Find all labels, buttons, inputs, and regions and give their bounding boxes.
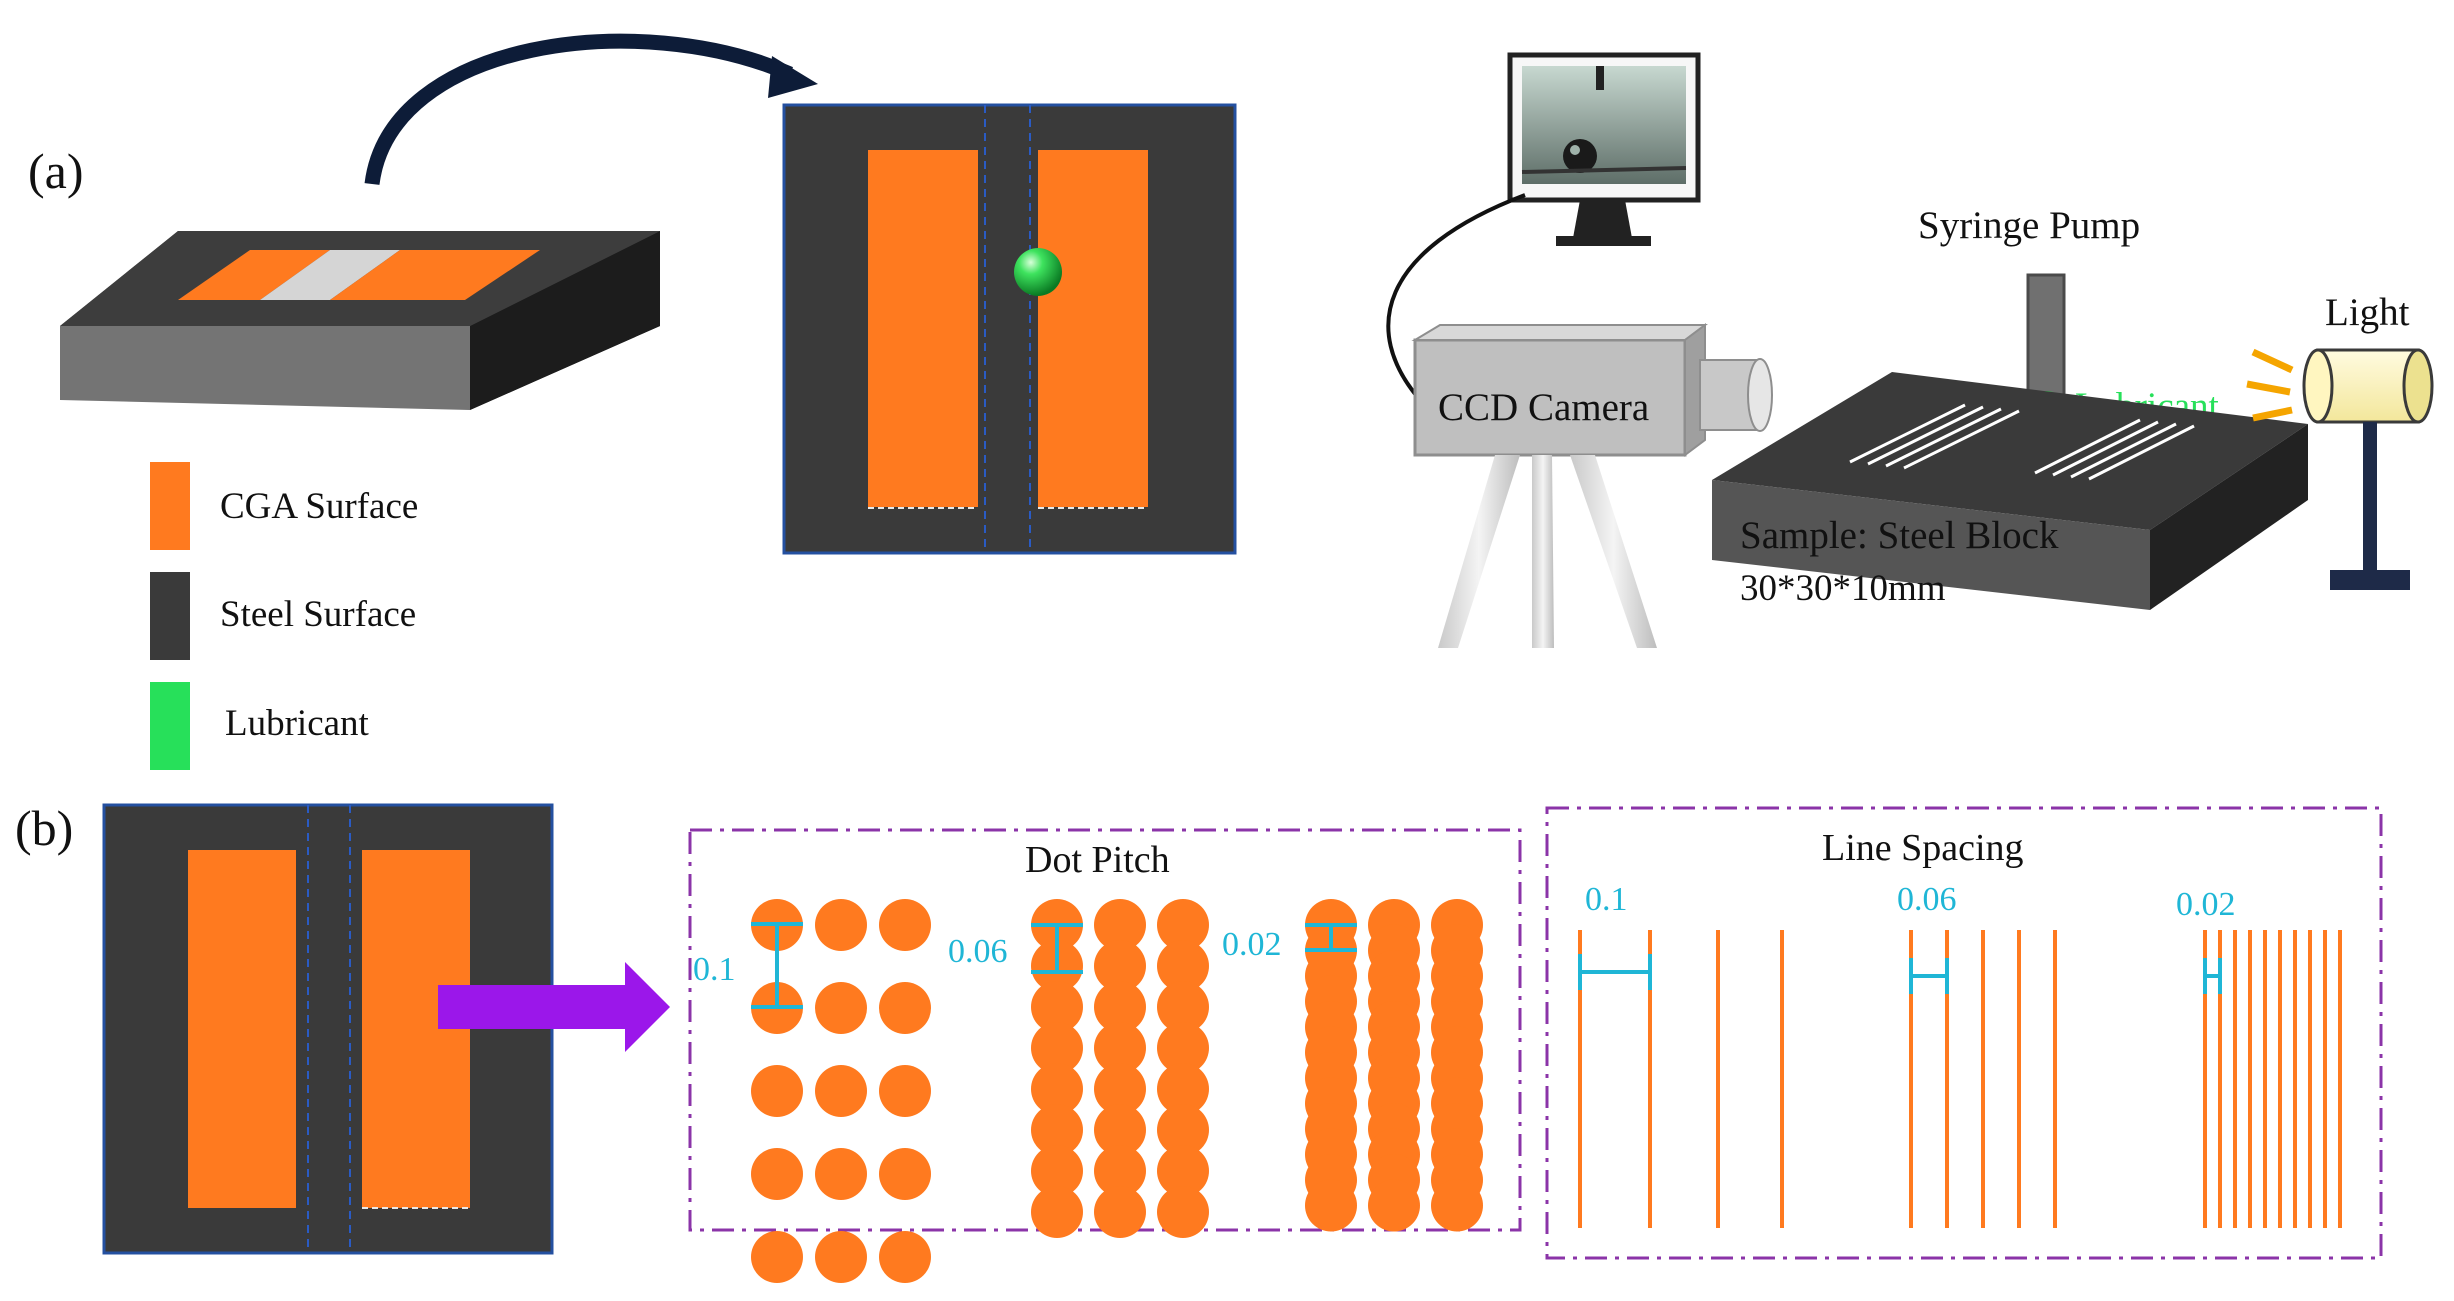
dot (1157, 1186, 1209, 1238)
syringe-needle (2026, 273, 2066, 402)
spacing-label-0: 0.1 (1585, 881, 1628, 918)
pitch-label-1: 0.06 (948, 933, 1008, 970)
dot (815, 1065, 867, 1117)
sample-top-view (782, 103, 1237, 555)
monitor-cable (1386, 193, 1526, 402)
pitch-label-0: 0.1 (693, 951, 736, 988)
panel-b-label: (b) (15, 800, 73, 856)
spacing-label-1: 0.06 (1897, 881, 1957, 918)
syringe-pump-label: Syringe Pump (1918, 204, 2140, 247)
spacing-measure-2 (2203, 958, 2222, 994)
dot (1031, 1022, 1083, 1074)
cga-strip-left (868, 150, 978, 507)
zoom-arrow (438, 962, 670, 1052)
lubricant-droplet (1014, 248, 1062, 296)
line-pattern-groups: 0.1 0.06 0.02 (1578, 881, 2342, 1228)
dot-group-1: 0.06 (948, 899, 1209, 1238)
curved-arrow (364, 33, 818, 186)
sample-steel-block: Sample: Steel Block 30*30*10mm (1712, 372, 2308, 610)
dot (1094, 1022, 1146, 1074)
dot (1031, 981, 1083, 1033)
dot (751, 1231, 803, 1283)
spacing-label-2: 0.02 (2176, 886, 2236, 923)
light-label: Light (2325, 291, 2410, 334)
ccd-camera-label: CCD Camera (1438, 386, 1649, 429)
dot (1094, 899, 1146, 951)
dot-pitch-title: Dot Pitch (1025, 839, 1170, 881)
dot (1094, 1186, 1146, 1238)
panel-a-label: (a) (28, 143, 84, 199)
line-group-1: 0.06 (1897, 881, 2057, 1228)
pitch-measure-1 (1031, 923, 1083, 974)
sample-label: Sample: Steel Block (1740, 514, 2059, 557)
dot (879, 899, 931, 951)
dot (1094, 981, 1146, 1033)
line-spacing-title: Line Spacing (1822, 827, 2024, 869)
pitch-measure-0 (751, 922, 803, 1009)
dot-group-0: 0.1 (693, 899, 931, 1283)
dot (815, 1231, 867, 1283)
dot (1368, 1179, 1420, 1232)
laser-lines (1849, 403, 2195, 481)
dot (1094, 940, 1146, 992)
dot (879, 1231, 931, 1283)
dot (1094, 1063, 1146, 1115)
dot (1157, 1104, 1209, 1156)
dot (1157, 899, 1209, 951)
dot-group-2: 0.02 (1222, 899, 1483, 1232)
line-group-2: 0.02 (2176, 886, 2342, 1228)
dot (879, 1065, 931, 1117)
legend-label-cga: CGA Surface (220, 486, 418, 527)
dot (815, 982, 867, 1034)
legend-label-lubricant: Lubricant (225, 703, 370, 744)
ccd-camera: CCD Camera (1411, 323, 1773, 457)
dot (751, 1148, 803, 1200)
tripod (1438, 455, 1657, 648)
legend-label-steel: Steel Surface (220, 594, 416, 635)
dot (815, 1148, 867, 1200)
dot (1431, 1179, 1483, 1232)
legend-swatch-steel (150, 572, 190, 660)
dot (1157, 1063, 1209, 1115)
line-group-0: 0.1 (1578, 881, 1784, 1228)
dot (879, 1148, 931, 1200)
cga-stripe-right (330, 250, 540, 300)
legend-swatch-cga (150, 462, 190, 550)
dot (815, 899, 867, 951)
dot (1157, 1022, 1209, 1074)
steel-block-3d (60, 231, 660, 410)
cga-strip-left-b (188, 850, 296, 1208)
steel-gap-stripe (260, 250, 400, 300)
dot (1157, 1145, 1209, 1197)
dot (751, 1065, 803, 1117)
legend: CGA Surface Steel Surface Lubricant (150, 462, 418, 770)
spacing-measure-0 (1578, 954, 1652, 990)
dot (1157, 940, 1209, 992)
dot (1305, 1179, 1357, 1232)
dot (1031, 1063, 1083, 1115)
pitch-label-2: 0.02 (1222, 926, 1282, 963)
dot (1094, 1104, 1146, 1156)
dot (879, 982, 931, 1034)
dot (1031, 1145, 1083, 1197)
dot (1157, 981, 1209, 1033)
dot (1031, 1186, 1083, 1238)
dot (1094, 1145, 1146, 1197)
cga-strip-right (1038, 150, 1148, 507)
line-spacing-frame (1545, 806, 2383, 1260)
spacing-measure-1 (1909, 958, 1949, 994)
dot (1031, 1104, 1083, 1156)
cga-stripe-left (178, 250, 330, 300)
pitch-measure-2 (1305, 923, 1357, 952)
light-source (2246, 348, 2434, 590)
legend-swatch-lubricant (150, 682, 190, 770)
sample-size: 30*30*10mm (1740, 568, 1946, 609)
monitor-icon (1507, 52, 1701, 246)
dot-pattern-groups: 0.1 0.06 0.02 (693, 899, 1483, 1283)
